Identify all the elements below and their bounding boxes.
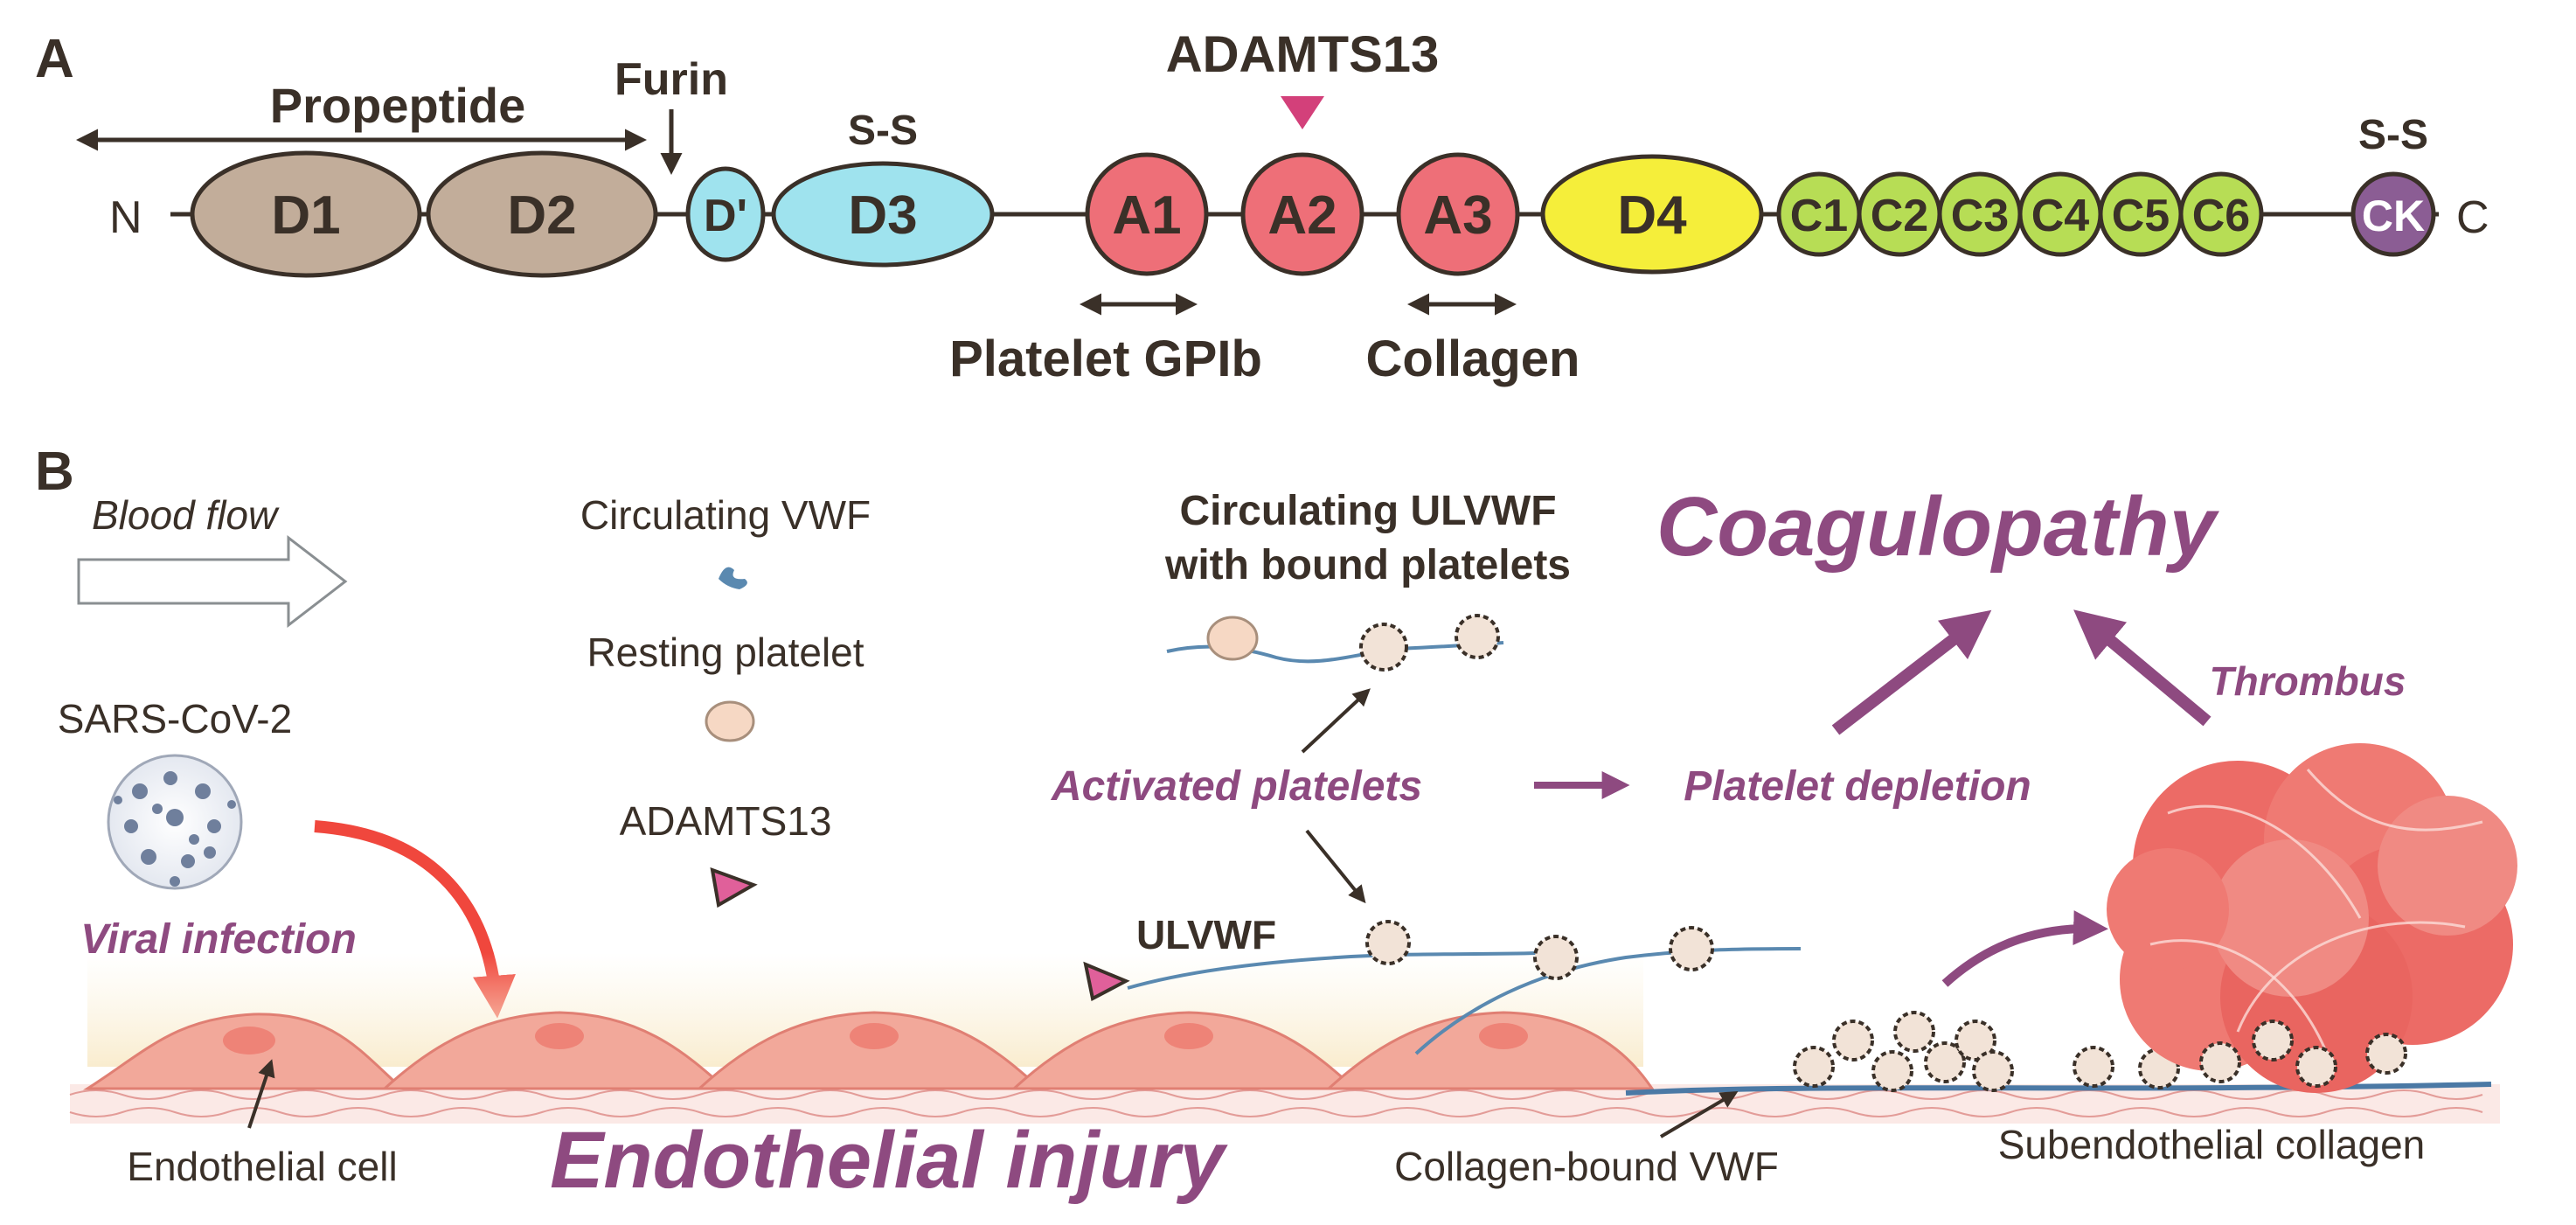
collagen-fibers-bottom xyxy=(69,1107,2483,1117)
resting-platelet-label: Resting platelet xyxy=(587,630,864,675)
thrombus-to-coagulopathy-arrow xyxy=(2073,609,2211,727)
endothelial-cell-3 xyxy=(696,1011,1044,1090)
endothelial-nucleus xyxy=(223,1027,275,1054)
depletion-to-coagulopathy-arrow xyxy=(1831,609,1992,735)
adamts13-cleavage-marker xyxy=(1281,96,1324,129)
dprime-label: D' xyxy=(704,191,747,241)
circulating-vwf-icon xyxy=(719,567,747,589)
d2-domain xyxy=(426,150,658,278)
d3-label: D3 xyxy=(848,185,917,246)
platelet-depletion-label: Platelet depletion xyxy=(1684,763,2031,810)
endothelial-injury-label: Endothelial injury xyxy=(550,1116,1228,1205)
collagen-bound-vwf-label: Collagen-bound VWF xyxy=(1394,1144,1779,1189)
d4-domain xyxy=(1540,154,1764,275)
ulvwf-label: ULVWF xyxy=(1136,912,1276,957)
a2-label: A2 xyxy=(1267,185,1337,246)
ss-left-label: S-S xyxy=(848,108,918,154)
panel-b-label: B xyxy=(35,442,74,502)
ss-right-label: S-S xyxy=(2358,112,2428,158)
a2-domain xyxy=(1240,152,1364,276)
circulating-activated-platelet xyxy=(1455,614,1500,659)
endothelial-nucleus xyxy=(535,1023,584,1049)
c4-label: C4 xyxy=(2031,191,2090,241)
adamts13-site-label: ADAMTS13 xyxy=(1166,26,1440,83)
ulvwf-strand-2 xyxy=(1414,947,1802,1055)
d4-label: D4 xyxy=(1617,185,1687,246)
c5-label: C5 xyxy=(2112,191,2170,241)
adamts13-legend-icon xyxy=(710,867,758,908)
resting-platelet-icon xyxy=(705,700,755,742)
d1-label: D1 xyxy=(271,185,340,246)
c3-label: C3 xyxy=(1951,191,2009,241)
adamts13-legend-label: ADAMTS13 xyxy=(620,798,832,844)
a1-domain xyxy=(1085,152,1209,276)
activated-platelet xyxy=(1533,935,1579,980)
bound-resting-platelet xyxy=(1206,616,1259,661)
ulvwf-strand-1 xyxy=(1127,951,1539,990)
a1-label: A1 xyxy=(1112,185,1181,246)
c6-label: C6 xyxy=(2192,191,2250,241)
circulating-vwf-label: Circulating VWF xyxy=(580,492,871,538)
c-terminus-label: C xyxy=(2456,192,2489,243)
c6-domain xyxy=(2178,171,2264,257)
thrombus-illustration xyxy=(2107,743,2517,1093)
circulating-activated-platelet xyxy=(1359,623,1408,672)
endothelial-nucleus xyxy=(1164,1023,1213,1049)
collagen-binding-label: Collagen xyxy=(1366,331,1580,387)
dprime-domain xyxy=(685,166,766,262)
circulating-ulvwf-label-line1: Circulating ULVWF xyxy=(1179,488,1556,534)
sars-cov-2-label: SARS-CoV-2 xyxy=(58,696,292,741)
ck-domain xyxy=(2350,171,2436,257)
adhered-platelet-cluster xyxy=(1793,1011,2180,1092)
blood-flow-label: Blood flow xyxy=(92,492,280,538)
endothelial-cell-5 xyxy=(1325,1011,1655,1090)
blood-flow-arrow xyxy=(77,534,348,629)
d3-domain xyxy=(771,161,995,268)
n-terminus-label: N xyxy=(109,192,142,243)
thrombus-label: Thrombus xyxy=(2210,658,2406,704)
ck-label: CK xyxy=(2362,191,2425,240)
endothelial-cell-label: Endothelial cell xyxy=(127,1144,397,1189)
coagulopathy-label: Coagulopathy xyxy=(1656,480,2220,574)
activated-platelet xyxy=(1669,926,1714,971)
sars-cov-2-virus-icon xyxy=(107,754,243,890)
activated-platelet-pointer-up xyxy=(1301,688,1371,754)
furin-label: Furin xyxy=(614,54,728,105)
collagen-bound-vwf-pointer xyxy=(1659,1090,1739,1138)
propeptide-label: Propeptide xyxy=(270,78,525,133)
platelet-to-thrombus-arrow xyxy=(1941,910,2108,987)
subendothelial-collagen-label: Subendothelial collagen xyxy=(1998,1122,2426,1167)
d2-label: D2 xyxy=(507,185,576,246)
endothelial-nucleus xyxy=(1479,1023,1528,1049)
c2-label: C2 xyxy=(1871,191,1928,241)
platelet-gpib-label: Platelet GPIb xyxy=(949,331,1262,387)
collagen-fibers-top xyxy=(69,1089,2483,1100)
a3-label: A3 xyxy=(1423,185,1492,246)
activated-platelet xyxy=(1365,920,1411,965)
circulating-ulvwf-label-line2: with bound platelets xyxy=(1164,542,1571,588)
adamts13-on-ulvwf xyxy=(1083,961,1130,1002)
activated-platelets-label: Activated platelets xyxy=(1051,763,1422,810)
endothelial-cell-pointer xyxy=(247,1059,275,1129)
activated-platelet-pointer-down xyxy=(1305,829,1366,904)
c1-label: C1 xyxy=(1790,191,1848,241)
endothelial-nucleus xyxy=(850,1023,899,1049)
endothelial-cell-4 xyxy=(1010,1011,1358,1090)
d1-domain xyxy=(190,150,422,278)
a3-domain xyxy=(1396,152,1520,276)
endothelial-cell-2 xyxy=(381,1011,729,1090)
panel-a-label: A xyxy=(35,29,74,89)
